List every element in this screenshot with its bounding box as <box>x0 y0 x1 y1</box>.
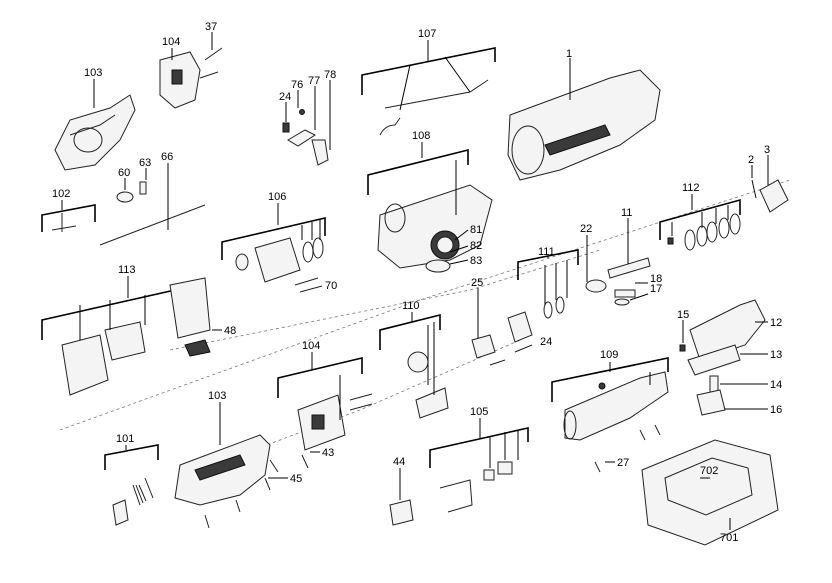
label-112: 112 <box>682 182 700 194</box>
parts-13-16 <box>679 320 768 416</box>
label-76: 76 <box>291 79 303 91</box>
label-104a: 104 <box>162 36 180 48</box>
label-82: 82 <box>470 240 482 252</box>
label-102: 102 <box>52 188 70 200</box>
label-111: 111 <box>538 246 555 258</box>
bracket-102 <box>41 200 96 232</box>
parts-2-3 <box>751 155 789 213</box>
label-27: 27 <box>617 457 629 469</box>
parts-18-17 <box>614 282 649 306</box>
label-701: 701 <box>720 532 738 544</box>
part-103-housing-lower <box>174 402 279 506</box>
part-22 <box>585 235 607 293</box>
bracket-101 <box>104 444 159 526</box>
label-105: 105 <box>470 406 488 418</box>
label-103b: 103 <box>208 390 226 402</box>
label-702: 702 <box>700 465 718 477</box>
label-43: 43 <box>322 447 334 459</box>
label-25: 25 <box>471 277 483 289</box>
bracket-113-connector <box>41 276 222 396</box>
bracket-107 <box>361 40 496 136</box>
part-27-screws <box>594 424 661 473</box>
label-24a: 24 <box>279 91 291 103</box>
bracket-112 <box>659 194 741 251</box>
label-113: 113 <box>118 264 136 276</box>
label-37: 37 <box>205 21 217 33</box>
part-11-spindle <box>607 218 651 279</box>
bracket-109-housing <box>551 357 669 441</box>
bracket-104-switch <box>277 352 373 451</box>
label-106: 106 <box>268 191 286 203</box>
label-15: 15 <box>677 309 689 321</box>
label-11: 11 <box>621 207 632 219</box>
label-108: 108 <box>412 130 430 142</box>
label-66: 66 <box>161 151 173 163</box>
label-13: 13 <box>770 349 782 361</box>
label-1: 1 <box>566 48 572 60</box>
label-78: 78 <box>324 69 336 81</box>
label-3: 3 <box>764 144 770 156</box>
part-1-front-housing <box>507 58 661 181</box>
part-70-screw <box>299 285 323 293</box>
label-107: 107 <box>418 28 436 40</box>
label-18: 18 <box>650 273 662 285</box>
label-17: 17 <box>650 283 662 295</box>
label-70: 70 <box>325 280 337 292</box>
label-60: 60 <box>118 167 130 179</box>
part-104-switch-top <box>159 32 223 109</box>
label-109: 109 <box>600 349 618 361</box>
label-24b: 24 <box>540 336 552 348</box>
label-110: 110 <box>402 300 420 312</box>
bracket-105-clamp <box>429 418 529 513</box>
label-45: 45 <box>290 473 302 485</box>
bracket-110 <box>379 312 449 419</box>
label-14: 14 <box>770 379 782 391</box>
part-60-63 <box>116 168 147 203</box>
parts-43-45 <box>204 451 320 529</box>
label-12: 12 <box>770 317 782 329</box>
label-83: 83 <box>470 255 482 267</box>
parts-24-76-77-78 <box>282 80 331 166</box>
label-104b: 104 <box>302 340 320 352</box>
part-25 <box>471 288 496 359</box>
part-66-wire <box>99 163 206 246</box>
label-44: 44 <box>393 456 405 468</box>
label-77: 77 <box>308 75 320 87</box>
parts-81-82-83 <box>425 229 469 273</box>
bracket-106-motor <box>221 203 326 286</box>
label-81: 81 <box>470 224 482 236</box>
label-48: 48 <box>224 325 236 337</box>
bracket-111 <box>507 249 579 343</box>
callout-labels: 1 2 3 11 12 13 14 15 16 17 18 22 24 24 2… <box>52 21 782 544</box>
label-63: 63 <box>139 157 151 169</box>
part-701-case <box>641 439 779 546</box>
label-22: 22 <box>580 223 592 235</box>
label-2: 2 <box>748 154 754 166</box>
label-101: 101 <box>116 433 134 445</box>
part-103-housing-left <box>54 79 136 171</box>
part-24-screw <box>489 344 533 366</box>
label-103a: 103 <box>84 67 102 79</box>
label-16: 16 <box>770 404 782 416</box>
part-44-plate <box>389 468 414 526</box>
